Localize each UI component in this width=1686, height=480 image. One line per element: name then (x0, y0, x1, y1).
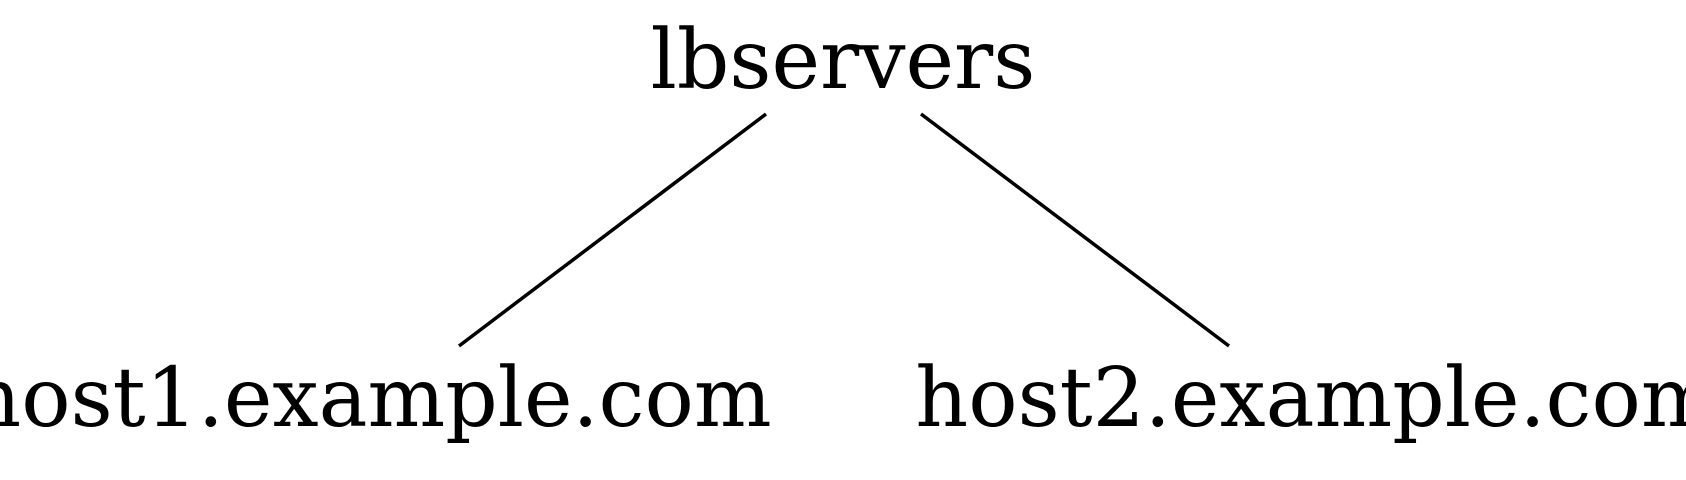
root-node-label: lbservers (650, 13, 1036, 108)
child-node-label-host1: host1.example.com (0, 351, 772, 446)
child-node-label-host2: host2.example.com (915, 351, 1686, 446)
edge-root-to-host2 (919, 112, 1231, 348)
edge-root-to-host1 (457, 112, 768, 348)
